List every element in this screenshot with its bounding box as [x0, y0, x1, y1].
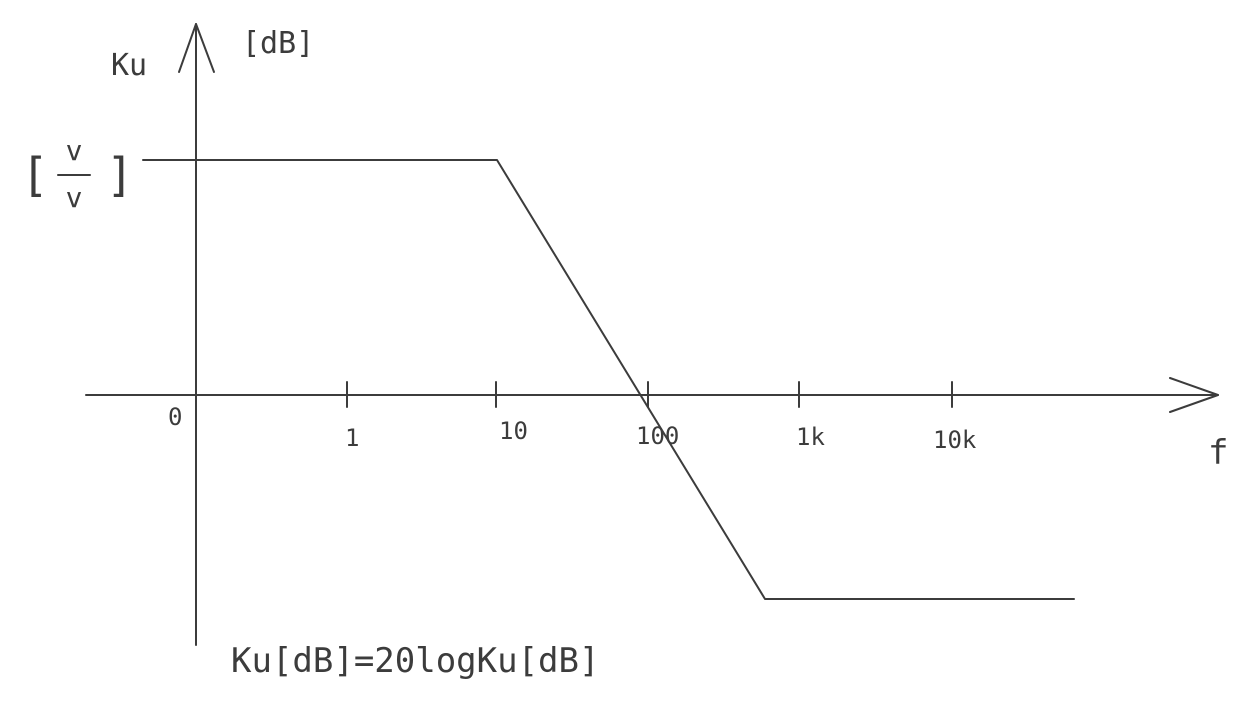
- x-axis-arrowhead: [1169, 377, 1219, 413]
- y-axis-label: Ku: [111, 48, 147, 83]
- y-unit-vv-denominator: v: [66, 181, 83, 214]
- x-tick-label-1k: 1k: [796, 423, 825, 451]
- x-tick-label-10k: 10k: [933, 426, 977, 454]
- response-curve: [142, 159, 1075, 600]
- formula: Ku[dB]=20logKu[dB]: [231, 641, 599, 681]
- y-unit-vv-open: [: [21, 148, 49, 202]
- x-tick-label-100: 100: [636, 422, 679, 450]
- x-tick-label-1: 1: [345, 424, 359, 452]
- y-unit-vv-numerator: v: [66, 134, 83, 167]
- x-axis-label: f: [1208, 433, 1228, 473]
- y-axis-arrowhead: [178, 23, 215, 73]
- y-unit-db: [dB]: [242, 26, 314, 61]
- y-unit-vv-close: ]: [106, 148, 134, 202]
- x-axis-origin-label: 0: [168, 403, 182, 431]
- x-tick-label-10: 10: [499, 417, 528, 445]
